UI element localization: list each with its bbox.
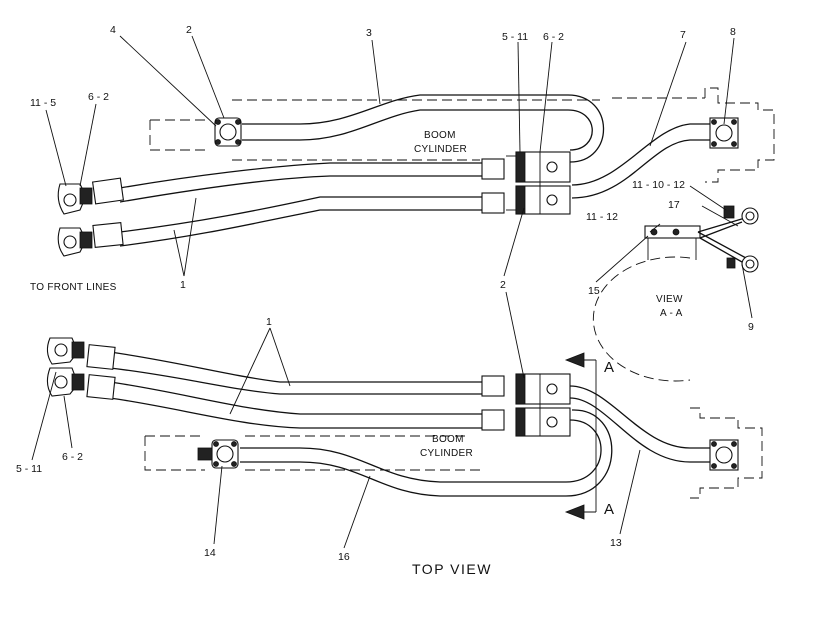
view-label-line2: A - A	[660, 308, 683, 319]
hose-end-6-2-bottom	[46, 367, 85, 397]
fitting-14	[197, 439, 239, 469]
ferrule-bottom-lower	[481, 409, 505, 431]
bolt-9	[726, 257, 736, 269]
arrow-a-top	[564, 352, 585, 368]
boom-cylinder-top-line1: BOOM	[424, 130, 456, 141]
ferrule-left-lower	[92, 221, 124, 249]
hose-1-lower	[119, 196, 484, 233]
hose-end-6-2	[57, 227, 93, 257]
hose-3	[242, 94, 605, 163]
callout-8: 8	[730, 26, 736, 38]
boom-cylinder-bottom-line2: CYLINDER	[420, 448, 473, 459]
callout-5-11-top: 5 - 11	[502, 31, 528, 43]
hose-1-bottom-upper	[109, 351, 484, 383]
callout-3: 3	[366, 27, 372, 39]
section-a-bottom-label: A	[604, 501, 614, 518]
view-clamp-arm	[697, 217, 747, 263]
callout-9: 9	[748, 321, 754, 333]
callout-6-2-top: 6 - 2	[543, 31, 564, 43]
hose-1-bottom-upper-inner	[109, 367, 484, 395]
ferrule-bottom-left-upper	[86, 344, 116, 370]
hose-3-inner	[242, 109, 593, 151]
callout-1-top: 1	[180, 279, 186, 291]
top-right-mount-outline	[612, 87, 775, 183]
hose-1-upper-inner	[119, 175, 484, 203]
to-front-lines-label: TO FRONT LINES	[30, 282, 117, 293]
hose-13	[569, 385, 712, 449]
hose-end-5-11	[46, 337, 85, 365]
ferrule-upper	[481, 158, 505, 180]
callout-11-12: 11 - 12	[586, 211, 618, 223]
hose-16	[240, 419, 602, 483]
callout-15: 15	[588, 285, 600, 297]
callout-7: 7	[680, 29, 686, 41]
boom-cylinder-bottom-line1: BOOM	[432, 434, 464, 445]
clamp-bottom	[515, 373, 571, 437]
hose-7	[571, 123, 712, 186]
bottom-boom-cylinder-outline	[144, 435, 480, 471]
hose-1-lower-inner	[119, 209, 484, 247]
hose-16-inner	[240, 409, 613, 497]
bottom-right-mount-outline	[690, 407, 763, 499]
callout-6-2-bottom: 6 - 2	[62, 451, 83, 463]
leader-lines	[31, 35, 753, 549]
hose-end-11-5	[57, 183, 93, 215]
callout-14: 14	[204, 547, 216, 559]
labels: BOOM CYLINDER BOOM CYLINDER TO FRONT LIN…	[30, 130, 683, 577]
hose-1-bottom-lower	[109, 381, 484, 415]
ferrule-bottom-left-lower	[86, 374, 116, 400]
ferrule-bottom-upper	[481, 375, 505, 397]
callout-6-2-left: 6 - 2	[88, 91, 109, 103]
top-view-title: TOP VIEW	[412, 561, 492, 577]
hose-1-upper	[119, 162, 484, 189]
callout-17: 17	[668, 199, 680, 211]
arrow-a-bottom	[564, 504, 585, 520]
section-a-top-label: A	[604, 359, 614, 376]
callout-16: 16	[338, 551, 350, 563]
bolt-11-10-12	[723, 205, 735, 219]
hose-1-bottom-lower-inner	[109, 397, 484, 429]
view-label-line1: VIEW	[656, 294, 683, 305]
callout-1-bottom: 1	[266, 316, 272, 328]
top-boom-cylinder-outline	[149, 99, 600, 161]
callout-11-10-12: 11 - 10 - 12	[632, 179, 685, 191]
callout-4: 4	[110, 24, 116, 36]
ferrule-left-upper	[91, 177, 125, 205]
bottom-assembly	[46, 337, 763, 520]
callout-11-5: 11 - 5	[30, 97, 56, 109]
fitting-8	[709, 117, 739, 149]
callout-5-11-bottom: 5 - 11	[16, 463, 42, 475]
callout-13: 13	[610, 537, 622, 549]
top-assembly	[57, 87, 775, 257]
fitting-2-top	[214, 117, 242, 147]
hose-7-inner	[571, 139, 712, 199]
callout-2-top: 2	[186, 24, 192, 36]
view-a-a-circle	[592, 256, 691, 382]
callout-2-mid: 2	[500, 279, 506, 291]
hose-13-inner	[569, 397, 712, 463]
fitting-bottom-right	[709, 439, 739, 471]
callout-numbers: 4 2 3 5 - 11 6 - 2 7 8 11 - 5 6 - 2 11 -…	[16, 24, 754, 563]
boom-cylinder-top-line2: CYLINDER	[414, 144, 467, 155]
clamp-top	[506, 151, 571, 215]
ferrule-lower	[481, 192, 505, 214]
